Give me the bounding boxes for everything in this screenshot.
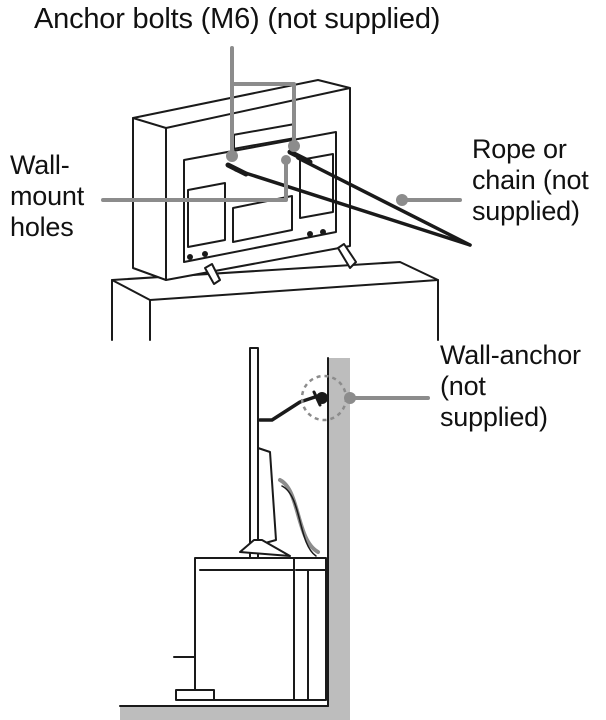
left-recess	[187, 182, 226, 248]
callout-wall-mount	[101, 158, 288, 202]
tv-panel-side	[249, 347, 259, 561]
bolt-hooks	[225, 149, 313, 177]
cabinet-foot	[175, 689, 215, 701]
wall-anchor-label: Wall-anchor (not supplied)	[440, 340, 581, 432]
rope-right	[296, 156, 472, 247]
mount-dot	[281, 155, 291, 165]
cabinet	[194, 557, 327, 701]
tv-panel-edge	[132, 87, 351, 281]
anchor-bolts-label: Anchor bolts (M6) (not supplied)	[34, 3, 441, 35]
rope-or-chain-label: Rope or chain (not supplied)	[472, 134, 589, 226]
rope-dot	[396, 194, 408, 206]
wall-anchor-dot	[344, 392, 356, 404]
stand-foot-right	[337, 243, 357, 269]
tv-back-housing	[183, 131, 337, 263]
floor-fill	[120, 706, 350, 720]
stand-foot-left	[204, 263, 221, 285]
bolt-dot-right	[288, 140, 300, 152]
stand-neck	[239, 539, 291, 557]
wall-mount-holes-label: Wall- mount holes	[10, 150, 85, 242]
tv-side-view-illustration	[119, 347, 430, 720]
callout-dots	[226, 140, 408, 206]
callout-bolt-right	[230, 82, 296, 146]
wall-fill	[328, 358, 350, 706]
side-rope	[258, 394, 320, 422]
bolt-dot-left	[226, 150, 238, 162]
rope-left	[234, 168, 472, 247]
tv-back-bulge	[257, 447, 277, 546]
stand-box-front	[111, 279, 439, 341]
right-recess	[299, 153, 334, 219]
